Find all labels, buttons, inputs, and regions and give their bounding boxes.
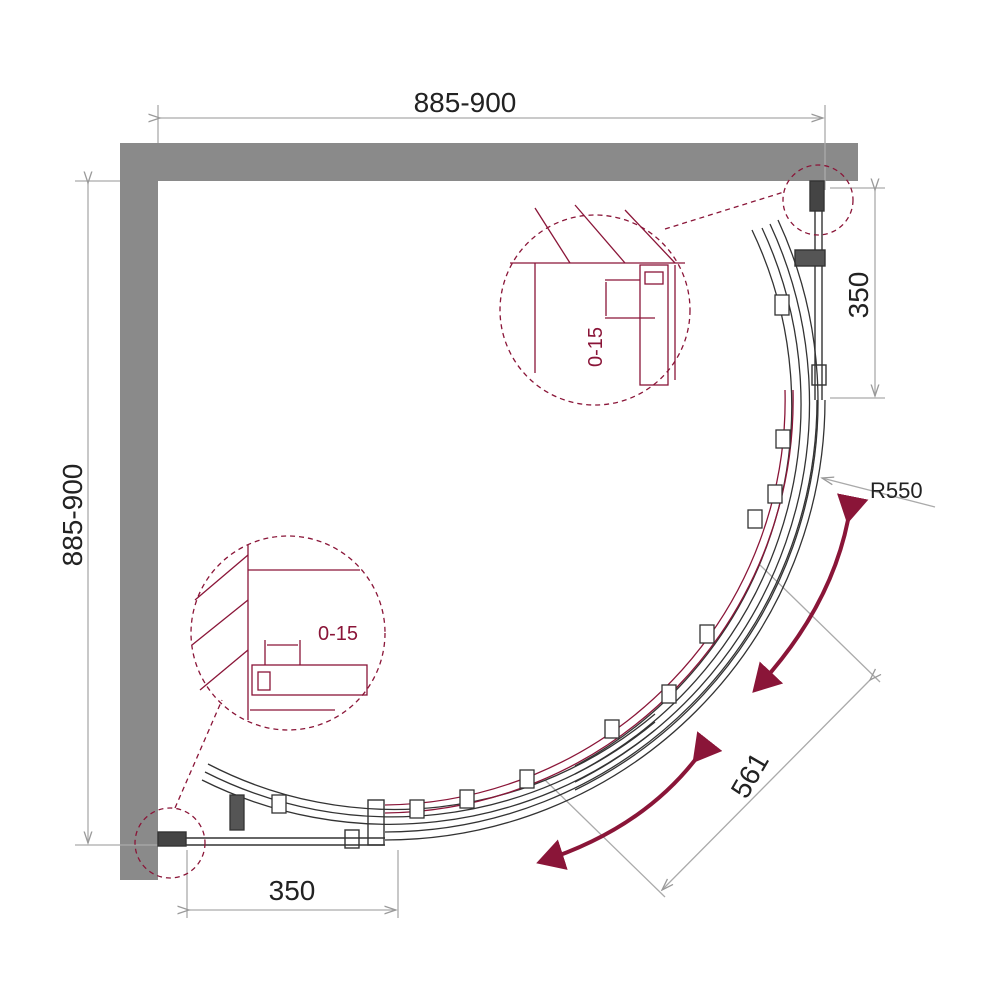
left-wall: [120, 143, 158, 880]
top-wall: [120, 143, 858, 181]
right-straight-dimension: [830, 188, 885, 399]
door-opening-label: 561: [725, 747, 775, 803]
bottom-detail-callout: [134, 535, 386, 879]
curved-glass: [201, 219, 826, 841]
right-straight-label: 350: [843, 272, 874, 319]
sliding-door-red: [384, 389, 794, 814]
slide-arrow-lower: [536, 731, 723, 870]
bottom-fixed-panel: [157, 799, 385, 849]
radius-label: R550: [870, 478, 923, 503]
top-detail-label: 0-15: [585, 327, 607, 367]
width-label: 885-900: [414, 87, 517, 118]
slide-arrow-upper: [752, 493, 869, 693]
right-fixed-panel: [794, 180, 827, 400]
width-dimension: [158, 105, 826, 190]
bottom-straight-label: 350: [269, 875, 316, 906]
radius-leader: [822, 478, 936, 508]
bottom-detail-label: 0-15: [318, 623, 358, 645]
height-dimension: [75, 181, 158, 846]
height-label: 885-900: [57, 464, 88, 567]
bottom-straight-dimension: [187, 850, 399, 918]
rollers: [229, 294, 791, 831]
top-detail-callout: [499, 164, 854, 406]
door-opening-dimension: [544, 564, 880, 898]
